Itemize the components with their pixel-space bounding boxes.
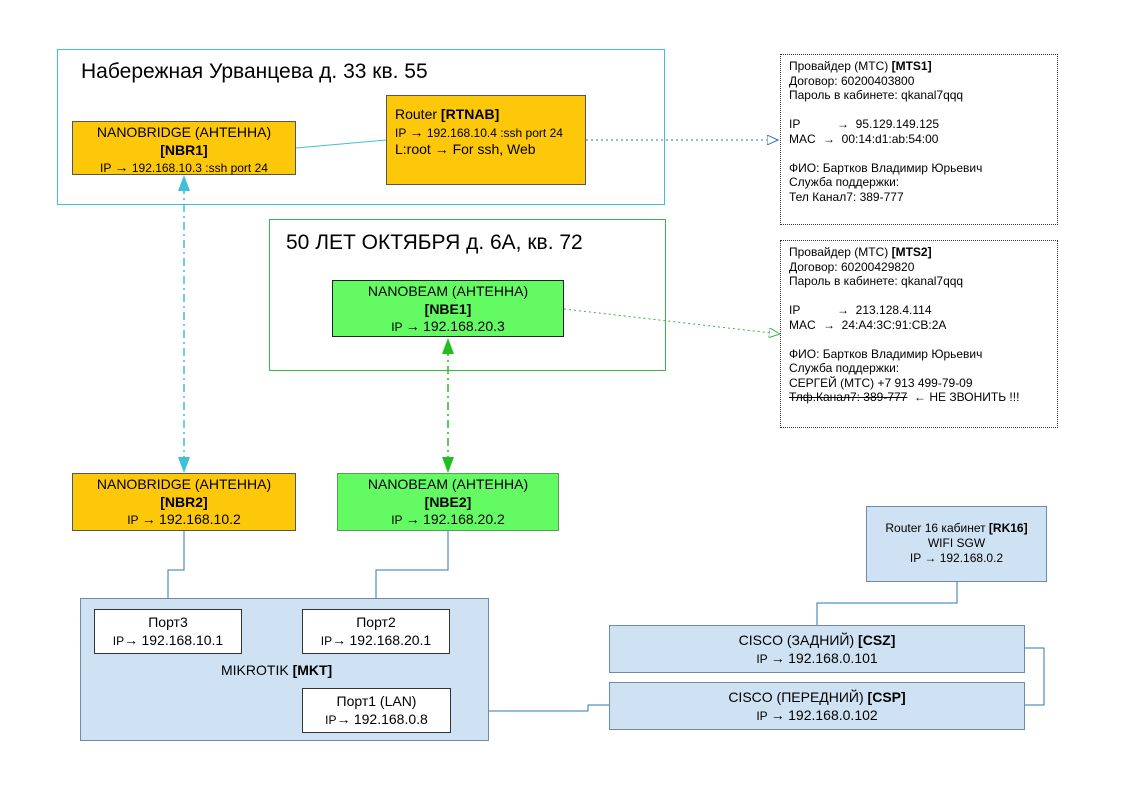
mts2-support: Служба поддержки: — [789, 361, 900, 375]
csz-title: CISCO (ЗАДНИЙ) [CSZ] — [738, 632, 896, 648]
nbe1-node[interactable]: NANOBEAM (АНТЕННА) [NBE1] IP → 192.168.2… — [332, 280, 564, 337]
mts2-contract: Договор: 60200429820 — [789, 259, 915, 274]
arrow-down-nbe2 — [442, 457, 454, 473]
port3-ip: IP→ 192.168.10.1 — [112, 631, 224, 648]
mts1-fio: ФИО: Бартков Владимир Юрьевич — [789, 160, 983, 175]
csp-node[interactable]: CISCO (ПЕРЕДНИЙ) [CSP] IP → 192.168.0.10… — [609, 682, 1025, 730]
port1-box[interactable]: Порт1 (LAN) IP→ 192.168.0.8 — [302, 688, 451, 733]
nbe1-id: [NBE1] — [424, 300, 472, 317]
mts2-blank — [789, 289, 1049, 304]
port2-title: Порт2 — [356, 614, 396, 630]
mts1-phone: Тел Канал7: 389-777 — [789, 189, 904, 204]
site-oktyabrya: 50 ЛЕТ ОКТЯБРЯ д. 6А, кв. 72 — [269, 219, 666, 371]
nbr1-ip: IP → 192.168.10.3 :ssh port 24 — [100, 159, 268, 175]
link-port1-csp — [451, 704, 609, 712]
mts1-blank2 — [789, 146, 1049, 161]
nbe1-ip: IP → 192.168.20.3 — [391, 318, 505, 334]
port2-box[interactable]: Порт2 IP→ 192.168.20.1 — [302, 609, 450, 654]
nbr2-id: [NBR2] — [160, 493, 208, 510]
csz-node[interactable]: CISCO (ЗАДНИЙ) [CSZ] IP → 192.168.0.101 — [609, 625, 1025, 673]
rtnab-node[interactable]: Router [RTNAB] IP → 192.168.10.4 :ssh po… — [386, 95, 586, 185]
port1-title: Порт1 (LAN) — [336, 693, 417, 709]
rk16-node[interactable]: Router 16 кабинет [RK16] WIFI SGW IP → 1… — [866, 506, 1047, 582]
csz-ip: IP → 192.168.0.101 — [756, 649, 878, 666]
mts1-password: Пароль в кабинете: qkanal7qqq — [789, 88, 964, 102]
mts2-mac: MAC→ 24:A4:3C:91:CB:2A — [789, 317, 947, 332]
mts1-support: Служба поддержки: — [789, 175, 900, 189]
mikrotik-label: MIKROTIK [MKT] — [221, 662, 333, 678]
nbr2-title: NANOBRIDGE (АНТЕННА) — [96, 476, 272, 492]
port1-ip: IP→ 192.168.0.8 — [325, 710, 428, 727]
mts2-phone2: Тлф.Канал7: 389-777 ← НЕ ЗВОНИТЬ !!! — [789, 390, 1020, 404]
port3-title: Порт3 — [148, 614, 188, 630]
mts2-blank2 — [789, 332, 1049, 347]
mts1-mac: MAC→ 00:14:d1:ab:54:00 — [789, 131, 939, 146]
rk16-ip: IP → 192.168.0.2 — [909, 551, 1004, 565]
link-rk16-csz — [816, 582, 958, 625]
nbr2-node[interactable]: NANOBRIDGE (АНТЕННА) [NBR2] IP → 192.168… — [72, 473, 296, 531]
mts1-ip: IP→ 95.129.149.125 — [789, 117, 940, 131]
nbe2-node[interactable]: NANOBEAM (АНТЕННА) [NBE2] IP → 192.168.2… — [337, 473, 559, 531]
port3-box[interactable]: Порт3 IP→ 192.168.10.1 — [94, 609, 242, 654]
nbe1-title: NANOBEAM (АНТЕННА) — [367, 283, 529, 299]
rk16-subtitle: WIFI SGW — [927, 536, 986, 550]
mts2-ip: IP→ 213.128.4.114 — [789, 303, 932, 317]
link-nbr1-rtnab — [295, 139, 387, 149]
arrow-up-nbr1 — [178, 175, 190, 191]
note-mts2: Провайдер (МТС) [MTS2] Договор: 60200429… — [780, 240, 1058, 428]
port2-ip: IP→ 192.168.20.1 — [320, 631, 432, 648]
mts1-provider: Провайдер (МТС) [MTS1] — [789, 59, 932, 73]
mts1-contract: Договор: 60200403800 — [789, 73, 915, 88]
arrow-up-nbe1 — [442, 338, 454, 354]
csp-title: CISCO (ПЕРЕДНИЙ) [CSP] — [728, 689, 906, 705]
mts2-password: Пароль в кабинете: qkanal7qqq — [789, 274, 964, 288]
link-nbr2-port3 — [167, 531, 185, 609]
mts1-blank — [789, 103, 1049, 118]
rtnab-ip: IP → 192.168.10.4 :ssh port 24 — [395, 123, 563, 140]
nbr2-ip: IP → 192.168.10.2 — [127, 511, 241, 527]
nbe2-ip: IP → 192.168.20.2 — [391, 511, 505, 527]
nbr1-id: [NBR1] — [160, 141, 208, 158]
site-urvantseva: Набережная Урванцева д. 33 кв. 55 — [57, 49, 665, 205]
site-oktyabrya-title: 50 ЛЕТ ОКТЯБРЯ д. 6А, кв. 72 — [286, 231, 583, 254]
note-mts1: Провайдер (МТС) [MTS1] Договор: 60200403… — [780, 54, 1058, 225]
nbe2-title: NANOBEAM (АНТЕННА) — [367, 476, 529, 492]
mts2-phone1: СЕРГЕЙ (МТС) +7 913 499-79-09 — [789, 375, 973, 390]
link-nbe2-port2 — [375, 531, 449, 609]
link-csz-csp — [1025, 647, 1045, 706]
nbr1-node[interactable]: NANOBRIDGE (АНТЕННА) [NBR1] IP → 192.168… — [72, 121, 296, 175]
rtnab-login: L:root → For ssh, Web — [395, 141, 536, 157]
rk16-title: Router 16 кабинет [RK16] — [885, 521, 1028, 535]
arrow-down-nbr2 — [178, 457, 190, 473]
nbr1-title: NANOBRIDGE (АНТЕННА) — [96, 124, 272, 140]
rtnab-title: Router [RTNAB] — [395, 106, 500, 122]
mts2-fio: ФИО: Бартков Владимир Юрьевич — [789, 346, 983, 361]
csp-ip: IP → 192.168.0.102 — [756, 706, 878, 723]
mts2-provider: Провайдер (МТС) [MTS2] — [789, 245, 932, 259]
nbe2-id: [NBE2] — [424, 493, 472, 510]
link-nbe1-mts2 — [564, 309, 780, 334]
site-urvantseva-title: Набережная Урванцева д. 33 кв. 55 — [81, 60, 428, 83]
